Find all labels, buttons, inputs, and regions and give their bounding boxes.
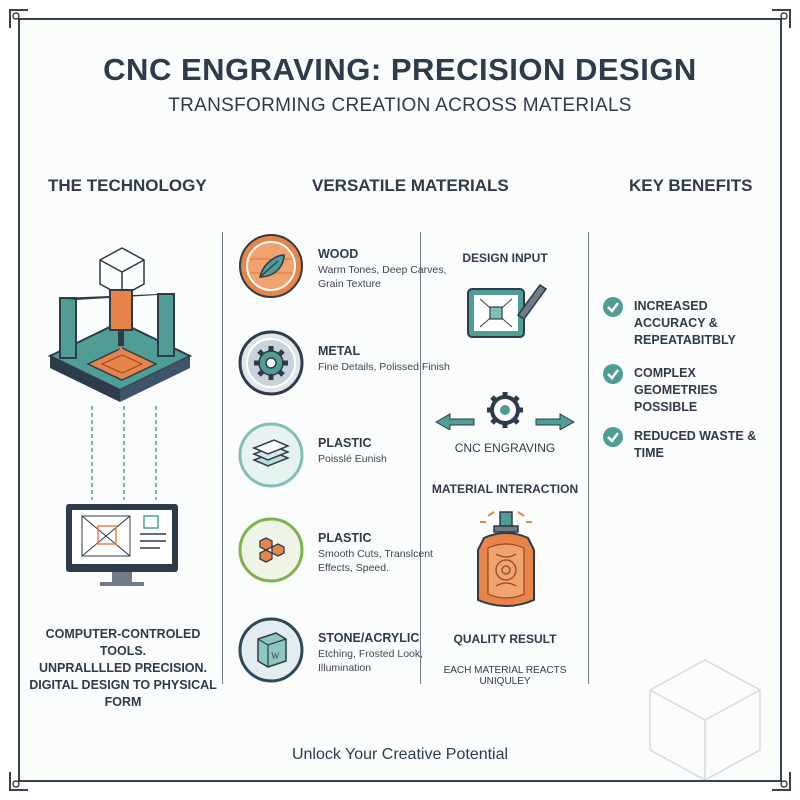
arrow-left-icon bbox=[434, 413, 475, 430]
technology-line: COMPUTER-CONTROLED TOOLS. bbox=[45, 627, 201, 658]
gear-icon bbox=[238, 330, 304, 396]
check-icon bbox=[602, 296, 624, 318]
quality-result-label: QUALITY RESULT bbox=[453, 632, 557, 646]
material-interaction-label: MATERIAL INTERACTION bbox=[431, 482, 579, 496]
material-item: METAL Fine Details, Polissed Finish bbox=[238, 330, 468, 400]
material-name: STONE/ACRYLIC bbox=[318, 631, 420, 645]
leaf-icon bbox=[238, 233, 304, 299]
material-item: PLASTIC Smooth Cuts, Translcent Effects,… bbox=[238, 517, 468, 587]
stone-block-icon: W bbox=[238, 617, 304, 683]
column-divider bbox=[588, 232, 589, 684]
material-description: Fine Details, Polissed Finish bbox=[318, 361, 450, 373]
column-divider bbox=[420, 232, 421, 684]
benefit-text: COMPLEX GEOMETRIES POSSIBLE bbox=[634, 366, 718, 414]
tablet-stylus-icon bbox=[467, 283, 548, 338]
material-description: Warm Tones, Deep Carves, Grain Texture bbox=[318, 264, 447, 290]
process-arrows bbox=[434, 392, 576, 430]
engraved-plaque-icon bbox=[477, 511, 535, 607]
footer-tagline: Unlock Your Creative Potential bbox=[291, 746, 509, 763]
hexagons-icon bbox=[238, 517, 304, 583]
design-input-label: DESIGN INPUT bbox=[462, 251, 548, 265]
column-heading-technology: THE TECHNOLOGY bbox=[48, 176, 207, 195]
corner-ornament-icon bbox=[770, 770, 792, 792]
column-heading-benefits: KEY BENEFITS bbox=[629, 176, 753, 195]
wireframe-cube-icon bbox=[99, 247, 145, 297]
material-item: PLASTIC Poisslé Eunish bbox=[238, 422, 468, 492]
gear-icon bbox=[487, 392, 523, 428]
material-description: Poisslé Eunish bbox=[318, 453, 387, 465]
computer-monitor-icon bbox=[66, 504, 178, 586]
technology-line: UNPRALLLLED PRECISION. bbox=[38, 661, 208, 675]
material-name: WOOD bbox=[318, 247, 359, 261]
page-title: CNC ENGRAVING: PRECISION DESIGN bbox=[103, 52, 697, 87]
material-item: W STONE/ACRYLIC Etching, Frosted Look, I… bbox=[238, 617, 468, 687]
cnc-machine-illustration bbox=[47, 247, 193, 586]
cnc-engraving-label: CNC ENGRAVING bbox=[454, 441, 556, 455]
material-item: WOOD Warm Tones, Deep Carves, Grain Text… bbox=[238, 233, 468, 303]
material-description: Etching, Frosted Look, Illumination bbox=[318, 648, 424, 674]
material-name: PLASTIC bbox=[318, 531, 372, 545]
benefit-text: REDUCED WASTE & TIME bbox=[634, 429, 757, 460]
corner-ornament-icon bbox=[770, 8, 792, 30]
technology-line: DIGITAL DESIGN TO PHYSICAL FORM bbox=[29, 678, 217, 709]
background-cube-lines-icon bbox=[649, 659, 761, 780]
corner-ornament-icon bbox=[8, 8, 30, 30]
material-name: PLASTIC bbox=[318, 436, 372, 450]
corner-ornament-icon bbox=[8, 770, 30, 792]
material-description: Smooth Cuts, Translcent Effects, Speed. bbox=[318, 548, 433, 574]
page-subtitle: TRANSFORMING CREATION ACROSS MATERIALS bbox=[168, 95, 632, 116]
material-name: METAL bbox=[318, 344, 361, 358]
check-icon bbox=[602, 426, 624, 448]
column-divider bbox=[222, 232, 223, 684]
each-material-label: EACH MATERIAL REACTS UNIQULEY bbox=[443, 665, 567, 687]
benefit-text: INCREASED ACCURACY & REPEATABITBLY bbox=[634, 299, 736, 347]
frame-border bbox=[18, 18, 782, 782]
layers-icon bbox=[238, 422, 304, 488]
column-heading-materials: VERSATILE MATERIALS bbox=[312, 176, 509, 195]
technology-description: COMPUTER-CONTROLED TOOLS. UNPRALLLLED PR… bbox=[28, 626, 218, 711]
check-icon bbox=[602, 363, 624, 385]
arrow-right-icon bbox=[535, 413, 576, 430]
svg-text:W: W bbox=[271, 651, 280, 661]
